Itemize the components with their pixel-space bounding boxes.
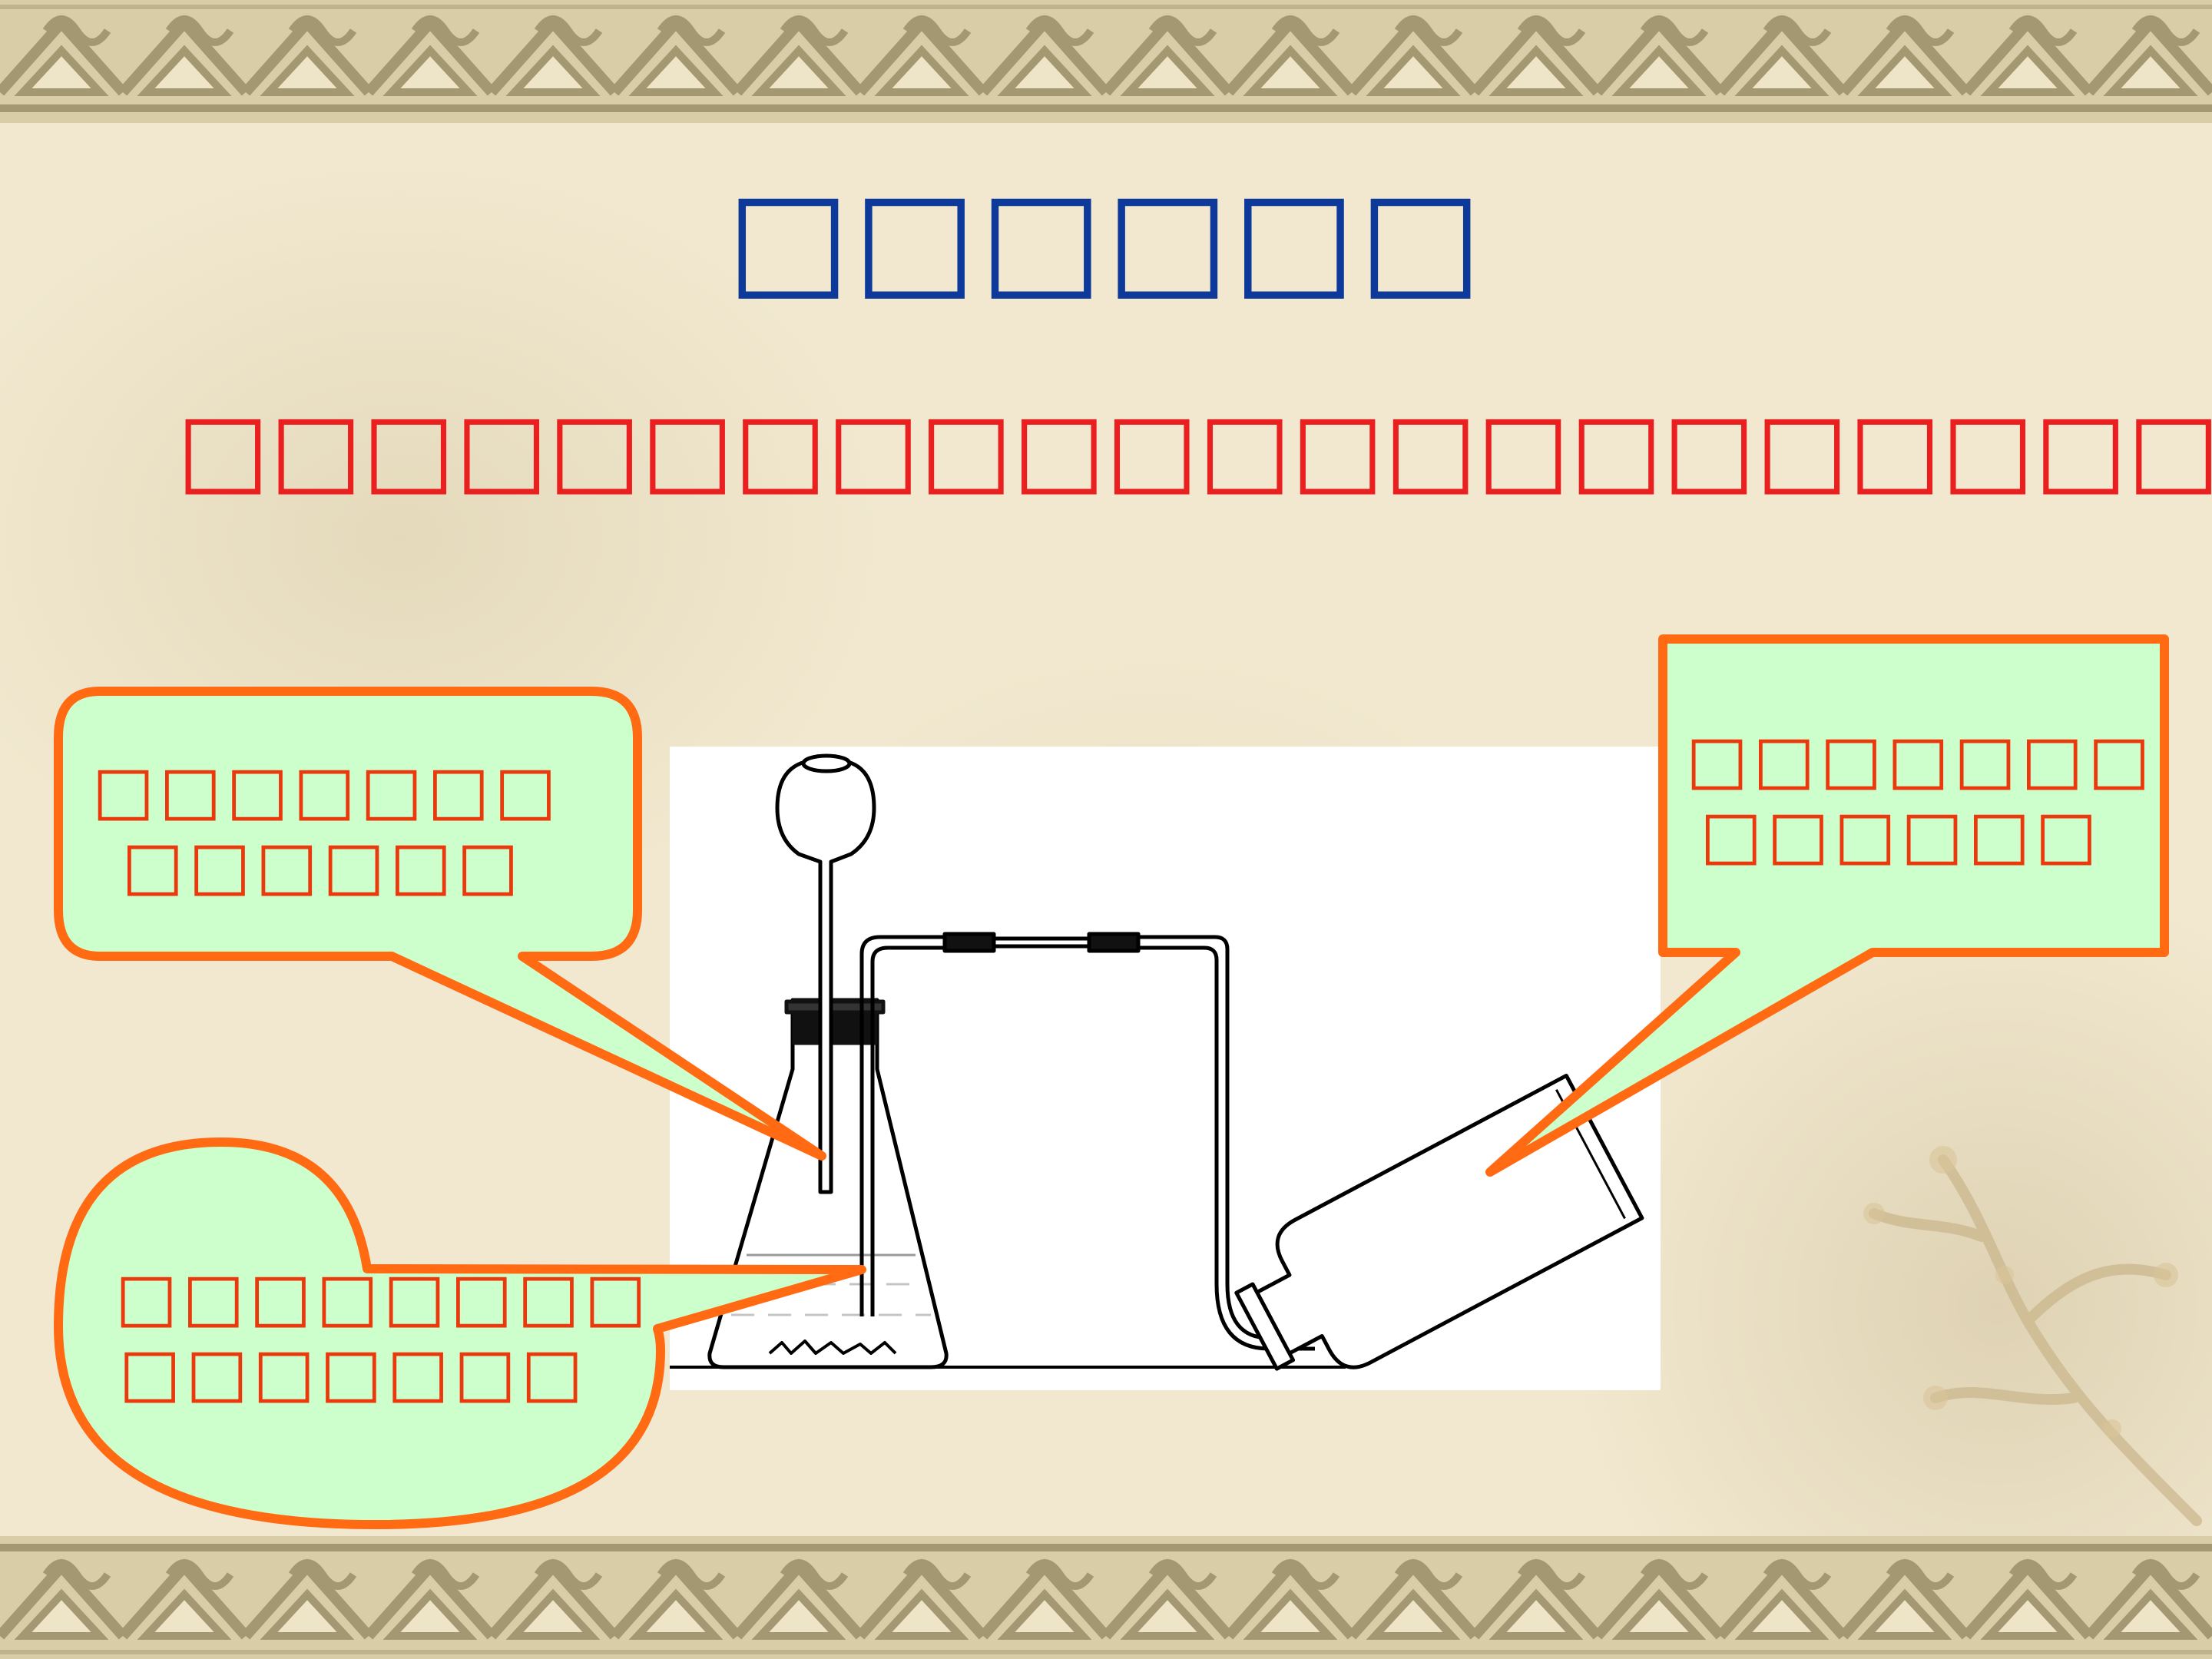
plum-branch-decoration [1863,1146,2202,1526]
bottom-border-pattern [0,1536,2212,1659]
slide-title: □□□□□□ [727,162,1485,314]
callout-funnel-line1: □□□□□□□ [92,752,561,829]
delivery-tube-inner [859,935,923,1316]
callout-bottle-line2: □□□□□□ [1700,796,2102,873]
gas-generation-apparatus [670,753,1644,1371]
rubber-connector-right [1087,932,1141,953]
callout-bottle-label: □□□□□□□ □□□□□□ [1686,721,2155,873]
callout-liquid-label: □□□□□□□□ □□□□□□□ [115,1259,652,1411]
intro-text: □□□□□□□□□□□□□□□□□□□□□□□□□□□□□□□□□□□□ [177,392,2212,506]
callout-bottle-line1: □□□□□□□ [1686,721,2155,798]
callout-liquid-line2: □□□□□□□ [118,1334,588,1411]
callout-funnel-line2: □□□□□□ [121,827,524,904]
callout-liquid-line1: □□□□□□□□ [115,1259,652,1336]
gas-collecting-bottle [1234,1073,1644,1371]
apparatus-diagram [670,747,1661,1390]
rubber-connector-left [942,932,996,953]
delivery-tube-outer [1138,935,1315,1340]
top-border-pattern [0,0,2212,123]
callout-funnel-label: □□□□□□□ □□□□□□ [92,752,561,904]
